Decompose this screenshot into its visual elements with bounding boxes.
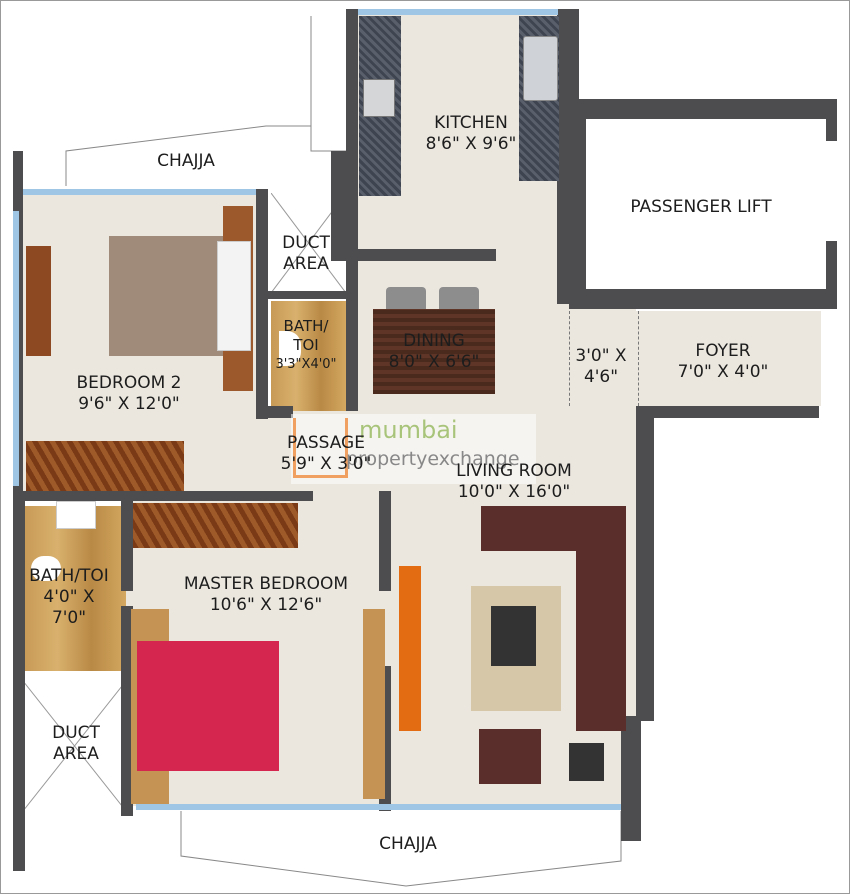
- room-size: 5'9" X 3'0": [280, 454, 372, 474]
- room-name: KITCHEN: [434, 113, 508, 133]
- bedroom2-window: [23, 189, 266, 195]
- wall: [121, 606, 133, 816]
- chajja-bottom-label: CHAJJA: [379, 834, 437, 855]
- wall: [256, 189, 268, 419]
- room-name: FOYER: [695, 341, 751, 361]
- wall: [121, 491, 133, 591]
- wardrobe: [133, 503, 298, 548]
- lift-label: PASSENGER LIFT: [630, 197, 771, 218]
- room-name: TOI: [293, 336, 319, 354]
- duct-bottom: [23, 681, 126, 811]
- side-table: [26, 246, 51, 356]
- armchair-icon: [479, 729, 541, 784]
- chajja-top-label: CHAJJA: [157, 151, 215, 172]
- wall: [346, 251, 358, 411]
- kitchen-window: [358, 9, 558, 15]
- toilet-icon: [279, 331, 301, 366]
- wall: [379, 491, 391, 591]
- room-name: PASSAGE: [287, 433, 365, 453]
- bath-master-floor: [23, 506, 126, 671]
- wall: [13, 491, 25, 871]
- room-name: LIVING ROOM: [456, 461, 572, 481]
- room-size: 9'6" X 12'0": [78, 394, 180, 414]
- room-name: PASSENGER LIFT: [630, 197, 772, 217]
- room-name: BEDROOM 2: [76, 373, 182, 393]
- room-name: CHAJJA: [379, 834, 437, 854]
- basin-icon: [56, 501, 96, 529]
- lobby-dashed: [569, 311, 639, 406]
- watermark-logo: [293, 418, 348, 478]
- pillows-icon: [217, 241, 251, 351]
- room-size: 4'0" X: [43, 587, 95, 607]
- side-table: [569, 743, 604, 781]
- room-size: 10'6" X 12'6": [209, 595, 323, 615]
- west-window: [13, 211, 19, 486]
- room-size: 7'0": [51, 608, 87, 628]
- room-name: AREA: [53, 744, 99, 764]
- room-name: BATH/TOI: [29, 566, 109, 586]
- tv-unit: [399, 566, 421, 731]
- south-window: [136, 804, 631, 810]
- toilet-icon: [31, 556, 61, 581]
- room-size: 4'6": [583, 367, 619, 387]
- wall: [331, 151, 358, 251]
- room-name: MASTER BEDROOM: [183, 574, 349, 594]
- sofa-icon: [576, 506, 626, 731]
- room-size: 7'0" X 4'0": [677, 362, 769, 382]
- room-name: CHAJJA: [157, 151, 215, 171]
- bed-icon: [137, 641, 279, 771]
- bath-small-label: BATH/TOI 3'3"X4'0": [275, 317, 336, 374]
- wall: [266, 291, 346, 299]
- room-size: 3'3"X4'0": [275, 357, 337, 372]
- dining-table: [373, 309, 495, 394]
- wall: [331, 249, 496, 261]
- lift-opening: [826, 141, 838, 241]
- room-size: 10'0" X 16'0": [457, 482, 571, 502]
- room-size: 8'6" X 9'6": [425, 134, 517, 154]
- wall: [557, 9, 579, 304]
- room-size: 8'0" X 6'6": [388, 352, 480, 372]
- wardrobe: [26, 441, 184, 491]
- lift-interior: [586, 119, 826, 289]
- wall: [346, 9, 358, 154]
- watermark-line2: propertyexchange: [346, 448, 520, 470]
- room-name: BATH/: [283, 317, 329, 335]
- side-table: [363, 609, 385, 799]
- wall: [621, 716, 641, 841]
- room-name: AREA: [283, 254, 329, 274]
- foyer-floor: [636, 311, 821, 406]
- wall: [268, 406, 293, 418]
- watermark-line1: mumbai: [359, 416, 458, 444]
- room-name: DUCT: [52, 723, 100, 743]
- watermark: mumbai propertyexchange: [291, 414, 536, 484]
- room-name: DUCT: [282, 233, 330, 253]
- sink-icon: [523, 36, 558, 101]
- room-name: DINING: [403, 331, 465, 351]
- wall: [13, 491, 313, 501]
- wall: [636, 406, 819, 418]
- coffee-table: [491, 606, 536, 666]
- room-size: 3'0" X: [575, 346, 627, 366]
- stove-icon: [363, 79, 395, 117]
- wall: [636, 411, 654, 721]
